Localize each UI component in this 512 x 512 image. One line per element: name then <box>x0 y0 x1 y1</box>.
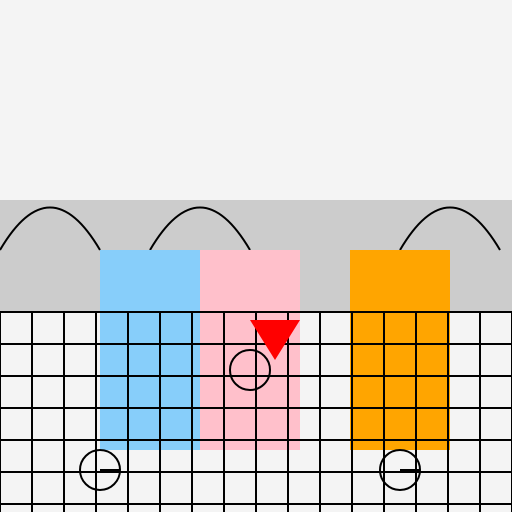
orange-block[interactable] <box>350 250 450 450</box>
arc-obstacle-1 <box>0 206 101 251</box>
blue-block[interactable] <box>100 250 200 450</box>
grid <box>0 311 512 512</box>
arc-obstacle-3 <box>399 206 501 251</box>
ring-token[interactable] <box>229 349 271 391</box>
down-triangle-icon[interactable] <box>250 320 300 360</box>
arc-obstacle-2 <box>149 206 251 251</box>
